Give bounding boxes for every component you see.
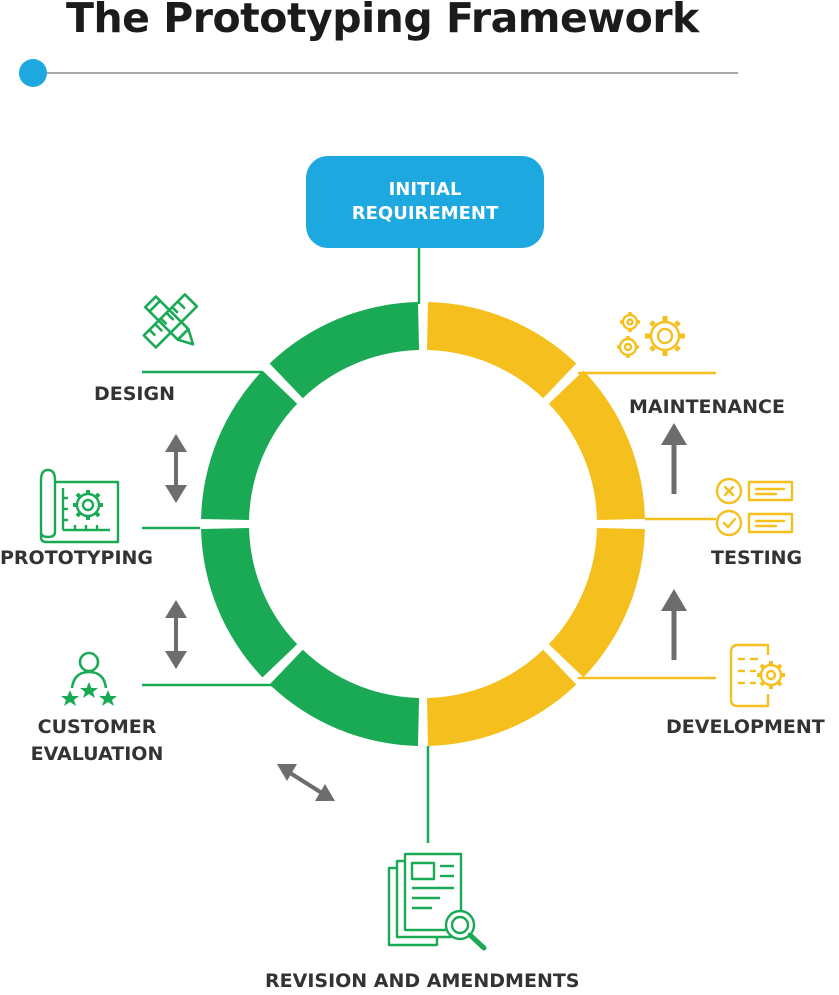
ring-segment-bottom-left — [269, 649, 420, 746]
arrows — [165, 423, 687, 801]
ring-segment-lower-left — [201, 527, 298, 678]
checklist-icon — [715, 477, 794, 537]
arrow-up-upper — [661, 423, 687, 494]
connector-lines-yellow — [578, 371, 716, 680]
page-title: The Prototyping Framework — [66, 0, 699, 42]
label-prototyping: PROTOTYPING — [0, 547, 154, 569]
document-search-icon — [387, 852, 487, 951]
initial-requirement-line2: REQUIREMENT — [351, 203, 499, 224]
document-gear-icon — [729, 643, 785, 708]
label-revision: REVISION AND AMENDMENTS — [265, 970, 580, 992]
double-arrow-diagonal — [277, 764, 335, 801]
label-customer-evaluation: CUSTOMER EVALUATION — [22, 714, 172, 768]
double-arrow-vertical-lower — [165, 600, 187, 669]
label-testing: TESTING — [711, 547, 803, 569]
ring-segment-top-left — [269, 302, 420, 399]
blueprint-gear-icon — [39, 468, 120, 544]
label-maintenance: MAINTENANCE — [629, 396, 785, 418]
ring-segment-top-right — [426, 302, 577, 399]
label-customer-evaluation-line1: CUSTOMER — [37, 716, 157, 738]
initial-requirement-line1: INITIAL — [388, 179, 462, 200]
pencil-ruler-icon — [142, 293, 199, 349]
user-stars-icon — [61, 651, 117, 706]
initial-requirement-box: INITIAL REQUIREMENT — [306, 156, 544, 248]
cycle-ring — [201, 302, 645, 746]
arrow-up-lower — [661, 589, 687, 660]
title-divider — [19, 59, 738, 87]
ring-segment-bottom-right — [426, 649, 577, 746]
label-design: DESIGN — [94, 383, 176, 405]
ring-segment-upper-left — [201, 370, 298, 521]
ring-segment-lower-right — [548, 527, 645, 678]
ring-segment-upper-right — [548, 370, 645, 521]
gears-icon — [617, 312, 685, 358]
label-customer-evaluation-line2: EVALUATION — [30, 743, 164, 765]
double-arrow-vertical-upper — [165, 434, 187, 503]
label-development: DEVELOPMENT — [666, 716, 825, 738]
connector-lines — [142, 248, 430, 843]
